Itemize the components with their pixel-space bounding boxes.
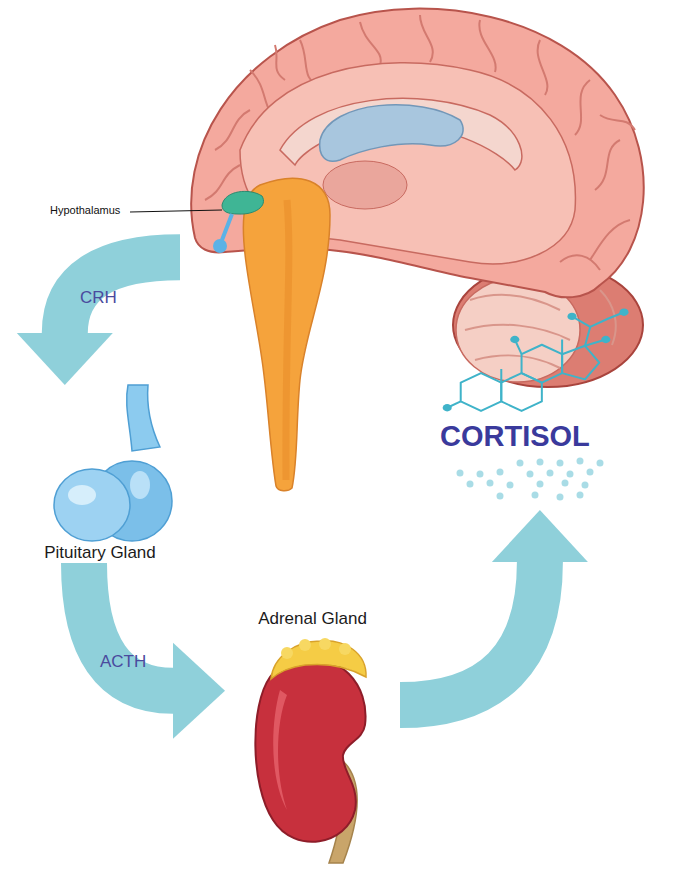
brain-node: Hypothalamus [180, 0, 646, 490]
flow-arrow [84, 563, 225, 739]
arrow-shaft [84, 563, 173, 691]
leader-line [130, 210, 222, 212]
hormone-label: CRH [80, 288, 117, 308]
arrow-shaft [65, 257, 180, 333]
hormone-label: ACTH [100, 652, 146, 672]
gland-node: Pituitary Gland [20, 385, 180, 563]
flow-arrow [17, 257, 180, 385]
arrow-head [492, 510, 588, 562]
hormone-name: CORTISOL [440, 420, 590, 453]
brainstem [243, 178, 330, 491]
gland-label: Adrenal Gland [225, 609, 400, 629]
hormone-node: CORTISOL [440, 310, 625, 510]
structure-label: Hypothalamus [50, 204, 120, 216]
arrow-head [173, 643, 225, 739]
arrow-shaft [400, 562, 540, 705]
kidney-adrenal-shape [225, 605, 400, 865]
arrow-head [17, 333, 113, 385]
gland-label: Pituitary Gland [20, 543, 180, 563]
hypothalamus-region [213, 191, 263, 253]
gland-node: Adrenal Gland [225, 605, 400, 865]
cortisol-molecule [440, 310, 625, 510]
pituitary-shape [20, 385, 180, 563]
flow-arrow [400, 510, 588, 705]
